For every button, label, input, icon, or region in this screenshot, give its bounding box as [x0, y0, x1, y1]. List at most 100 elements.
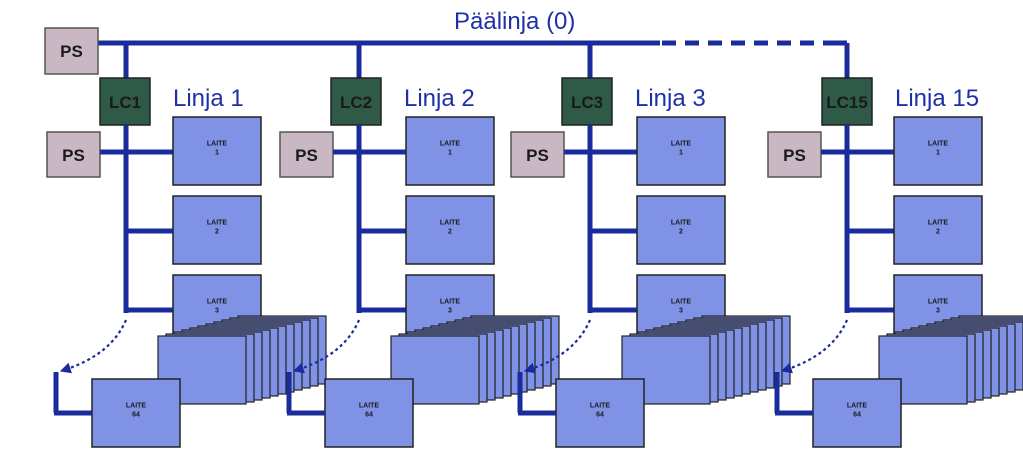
device-64: LAITE 64: [812, 378, 902, 448]
device-2: LAITE 2: [893, 195, 983, 265]
device-label: LAITE: [847, 403, 868, 410]
power-supply: PS: [279, 131, 334, 178]
line-controller: LC3: [561, 77, 613, 126]
device-number: 2: [679, 229, 683, 236]
line-controller: LC15: [821, 77, 873, 126]
device-box: [555, 378, 645, 448]
device-box: [172, 116, 262, 186]
line-controller: LC1: [99, 77, 151, 126]
main-line-label: Päälinja (0): [454, 8, 575, 35]
device-1: LAITE 1: [893, 116, 983, 186]
ps-label: PS: [295, 146, 318, 165]
ps-label: PS: [783, 146, 806, 165]
device-box: [893, 195, 983, 265]
controller-box: [99, 77, 151, 126]
device-stack: [157, 315, 327, 405]
power-supply: PS: [510, 131, 565, 178]
main-ps-label: PS: [60, 42, 83, 61]
continuation-arrow: [59, 319, 128, 374]
controller-label: LC1: [109, 93, 141, 112]
ps-label: PS: [526, 146, 549, 165]
device-label: LAITE: [928, 141, 949, 148]
device-number: 3: [215, 308, 219, 315]
device-label: LAITE: [359, 403, 380, 410]
device-2: LAITE 2: [405, 195, 495, 265]
ps-label: PS: [62, 146, 85, 165]
device-label: LAITE: [590, 403, 611, 410]
device-64: LAITE 64: [555, 378, 645, 448]
device-number: 1: [679, 150, 683, 157]
device-1: LAITE 1: [636, 116, 726, 186]
device-label: LAITE: [928, 220, 949, 227]
device-number: 2: [448, 229, 452, 236]
device-box: [405, 195, 495, 265]
device-2: LAITE 2: [636, 195, 726, 265]
device-number: 64: [853, 412, 861, 419]
device-label: LAITE: [207, 299, 228, 306]
device-number: 64: [132, 412, 140, 419]
device-box: [636, 116, 726, 186]
controller-label: LC3: [571, 93, 603, 112]
continuation-arrow: [780, 319, 849, 374]
controller-box: [561, 77, 613, 126]
device-number: 2: [215, 229, 219, 236]
device-number: 2: [936, 229, 940, 236]
continuation-arrow: [523, 319, 592, 374]
device-label: LAITE: [671, 141, 692, 148]
device-1: LAITE 1: [405, 116, 495, 186]
main-line: Päälinja (0) PS: [44, 8, 850, 78]
device-label: LAITE: [207, 141, 228, 148]
controller-box: [821, 77, 873, 126]
line-label: Linja 2: [404, 85, 475, 112]
ps-box: [510, 131, 565, 178]
device-box: [91, 378, 181, 448]
device-stack: [878, 315, 1023, 405]
device-box: [636, 195, 726, 265]
device-label: LAITE: [440, 141, 461, 148]
device-64: LAITE 64: [91, 378, 181, 448]
device-1: LAITE 1: [172, 116, 262, 186]
device-label: LAITE: [671, 220, 692, 227]
continuation-arrow: [292, 319, 361, 374]
power-supply: PS: [767, 131, 822, 178]
line-label: Linja 1: [173, 85, 244, 112]
device-box: [324, 378, 414, 448]
device-number: 1: [448, 150, 452, 157]
device-number: 3: [448, 308, 452, 315]
device-64: LAITE 64: [324, 378, 414, 448]
device-box: [172, 195, 262, 265]
main-power-supply: PS: [44, 27, 99, 75]
device-label: LAITE: [126, 403, 147, 410]
device-box: [405, 116, 495, 186]
device-2: LAITE 2: [172, 195, 262, 265]
device-stack: [390, 315, 560, 405]
device-number: 1: [936, 150, 940, 157]
line-label: Linja 15: [895, 85, 979, 112]
device-number: 3: [679, 308, 683, 315]
controller-label: LC15: [826, 93, 868, 112]
controller-box: [330, 77, 382, 126]
power-supply: PS: [46, 131, 101, 178]
device-box: [893, 116, 983, 186]
device-label: LAITE: [440, 299, 461, 306]
device-label: LAITE: [207, 220, 228, 227]
device-number: 1: [215, 150, 219, 157]
device-box: [812, 378, 902, 448]
ps-box: [46, 131, 101, 178]
device-label: LAITE: [928, 299, 949, 306]
device-label: LAITE: [671, 299, 692, 306]
controller-label: LC2: [340, 93, 372, 112]
line-label: Linja 3: [635, 85, 706, 112]
device-number: 64: [365, 412, 373, 419]
device-number: 64: [596, 412, 604, 419]
line-controller: LC2: [330, 77, 382, 126]
device-number: 3: [936, 308, 940, 315]
device-label: LAITE: [440, 220, 461, 227]
ps-box: [279, 131, 334, 178]
